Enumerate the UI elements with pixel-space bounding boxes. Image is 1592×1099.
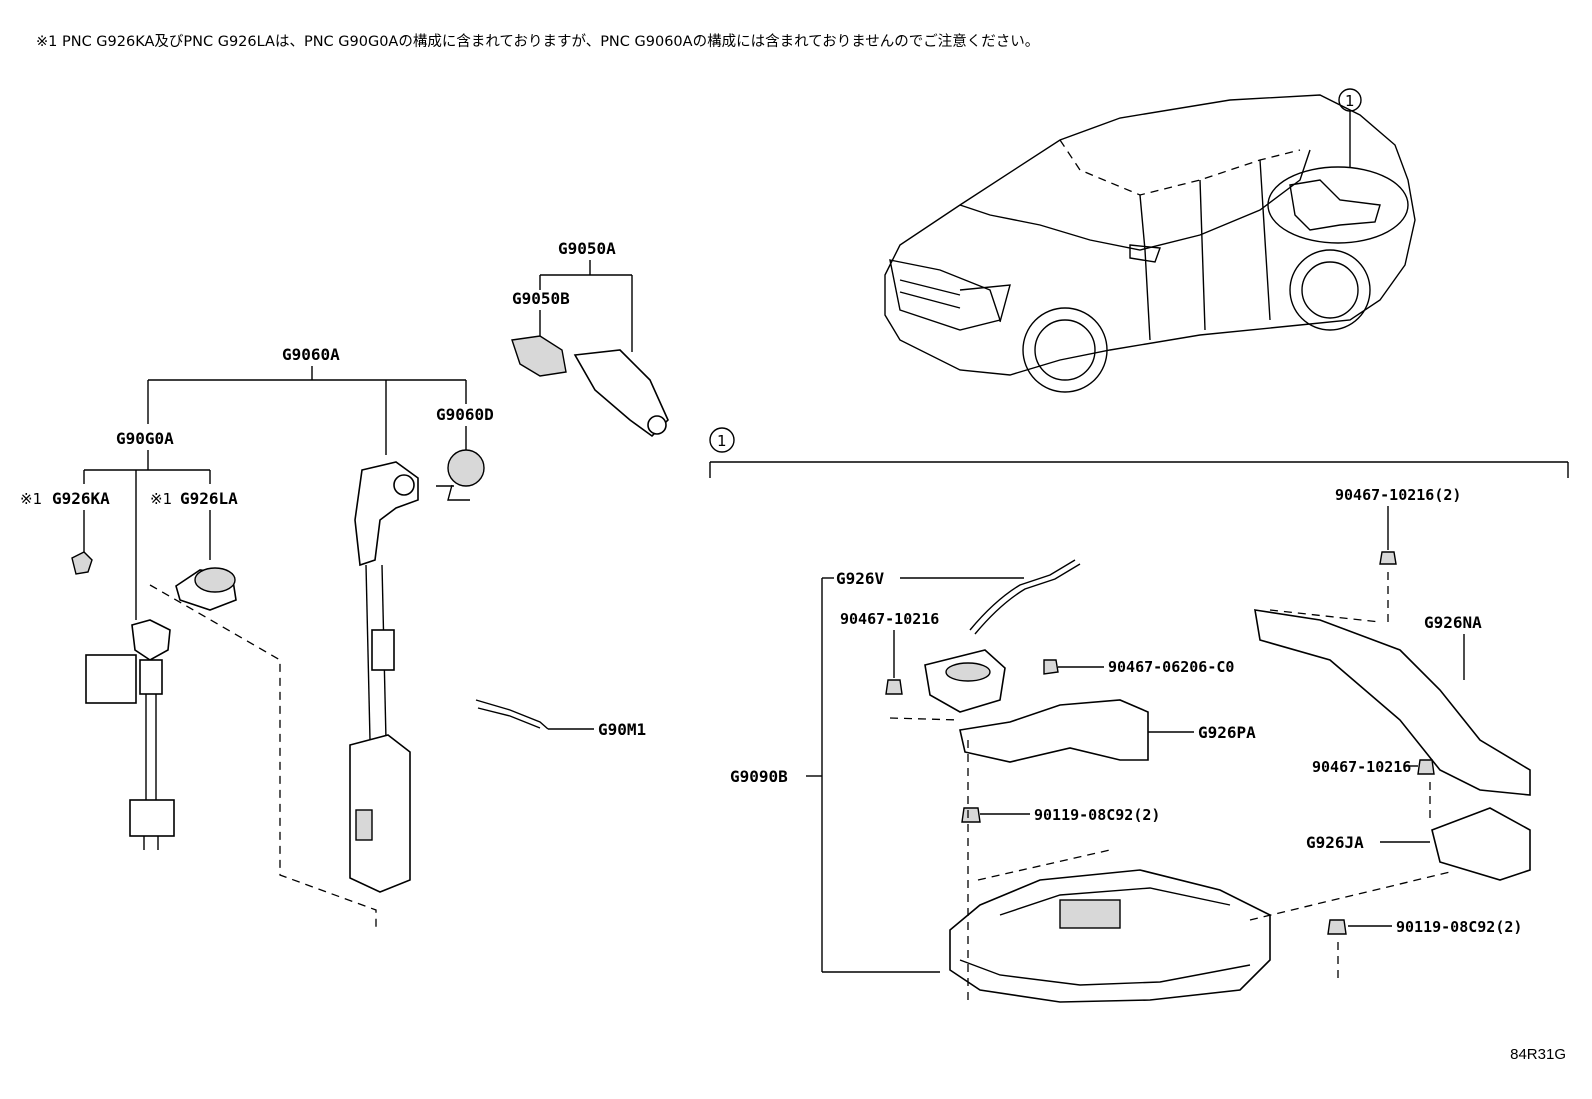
label-G926NA: G926NA bbox=[1424, 613, 1482, 632]
reference-mark-car: 1 bbox=[1345, 92, 1355, 110]
charge-cap-part bbox=[511, 335, 567, 377]
label-G926LA: G926LA bbox=[180, 489, 238, 508]
control-box bbox=[349, 734, 411, 893]
label-90467-10216-b: 90467-10216 bbox=[1312, 758, 1411, 776]
label-G926PA: G926PA bbox=[1198, 723, 1256, 742]
charger-unit bbox=[949, 869, 1271, 1003]
label-90467-10216-2: 90467-10216(2) bbox=[1335, 486, 1461, 504]
group-G9050A: G9050A G9050B bbox=[511, 239, 669, 438]
label-G926JA: G926JA bbox=[1306, 833, 1364, 852]
group-G9090B: 1 90467-10216(2) G926V G9090B 90467-1021… bbox=[709, 427, 1569, 1003]
tag-label bbox=[85, 654, 137, 704]
group-G9060A: G9060A G9060D G90G0A ※1 G926KA ※1 G926LA bbox=[20, 345, 646, 930]
connector-cap bbox=[447, 449, 485, 487]
sensor-cable bbox=[969, 559, 1076, 631]
plug-head bbox=[131, 619, 171, 661]
G926JA-bracket bbox=[1431, 807, 1531, 881]
label-G9060D: G9060D bbox=[436, 405, 494, 424]
label-G9050B: G9050B bbox=[512, 289, 570, 308]
asterisk-mark-KA: ※1 bbox=[20, 490, 42, 508]
figure-code: 84R31G bbox=[1510, 1046, 1566, 1063]
asterisk-mark-LA: ※1 bbox=[150, 490, 172, 508]
label-G90M1: G90M1 bbox=[598, 720, 646, 739]
bead-strip bbox=[475, 699, 549, 730]
label-90119-08C92-a: 90119-08C92(2) bbox=[1034, 806, 1160, 824]
label-G9050A: G9050A bbox=[558, 239, 616, 258]
cable-tag bbox=[371, 629, 395, 671]
label-90467-06206: 90467-06206-C0 bbox=[1108, 658, 1234, 676]
label-90467-10216-a: 90467-10216 bbox=[840, 610, 939, 628]
label-G926V: G926V bbox=[836, 569, 885, 588]
caution-note: ※1 PNC G926KA及びPNC G926LAは、PNC G90G0Aの構成… bbox=[36, 34, 1040, 50]
G926PA-duct bbox=[959, 699, 1149, 763]
vehicle-illustration: 1 bbox=[884, 88, 1416, 393]
small-clip-part bbox=[71, 551, 93, 575]
label-G9060A: G9060A bbox=[282, 345, 340, 364]
label-90119-08C92-b: 90119-08C92(2) bbox=[1396, 918, 1522, 936]
plug-end bbox=[129, 799, 175, 837]
label-G90G0A: G90G0A bbox=[116, 429, 174, 448]
label-G926KA: G926KA bbox=[52, 489, 110, 508]
G926NA-duct bbox=[1254, 609, 1531, 796]
reference-mark-group: 1 bbox=[717, 432, 727, 450]
label-G9090B: G9090B bbox=[730, 767, 788, 786]
highlight-circle bbox=[1267, 166, 1409, 244]
